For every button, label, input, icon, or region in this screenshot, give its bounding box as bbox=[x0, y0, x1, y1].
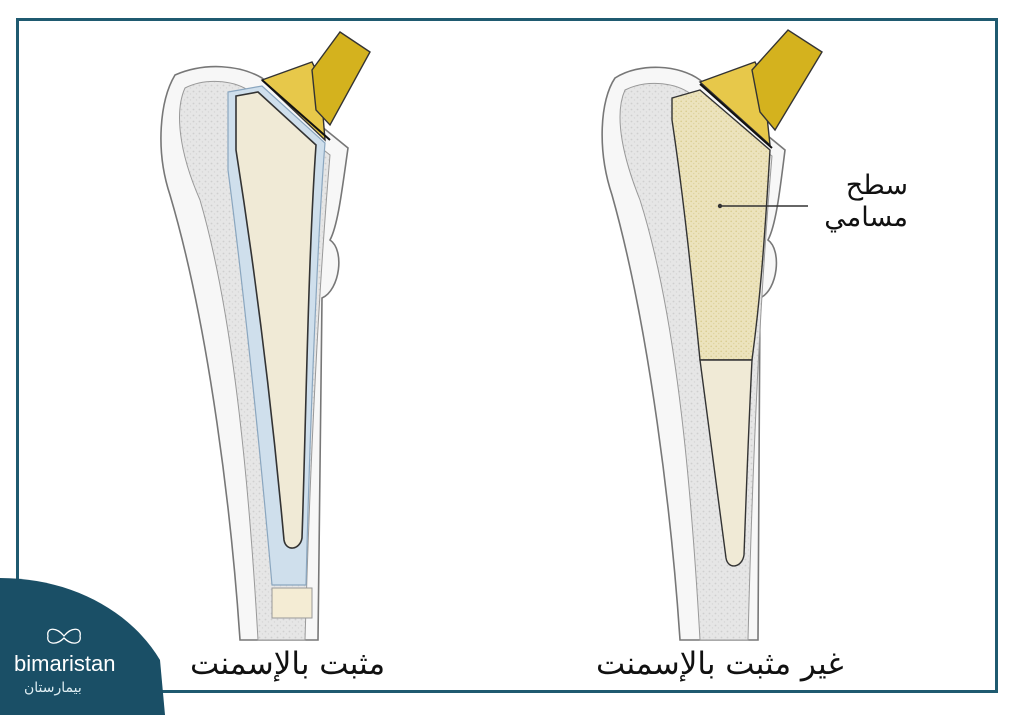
right-smooth-stem bbox=[699, 359, 753, 567]
caption-uncemented: غير مثبت بالإسمنت bbox=[596, 646, 844, 682]
cemented-femur bbox=[160, 31, 371, 641]
brand-corner bbox=[0, 578, 165, 715]
left-trunnion bbox=[311, 31, 371, 127]
caption-cemented: مثبت بالإسمنت bbox=[190, 646, 386, 682]
left-stem bbox=[235, 91, 317, 549]
porous-surface-annotation: سطح مسامي bbox=[808, 170, 908, 234]
annotation-line-1: سطح bbox=[845, 170, 908, 201]
uncemented-femur bbox=[601, 29, 823, 641]
right-trunnion bbox=[751, 29, 823, 132]
left-cement-plug bbox=[271, 587, 313, 619]
butterfly-icon bbox=[47, 628, 81, 644]
annotation-line-2: مسامي bbox=[824, 202, 908, 233]
brand-name: bimaristan bbox=[14, 651, 116, 676]
brand-arabic: بيمارستان bbox=[24, 680, 82, 696]
